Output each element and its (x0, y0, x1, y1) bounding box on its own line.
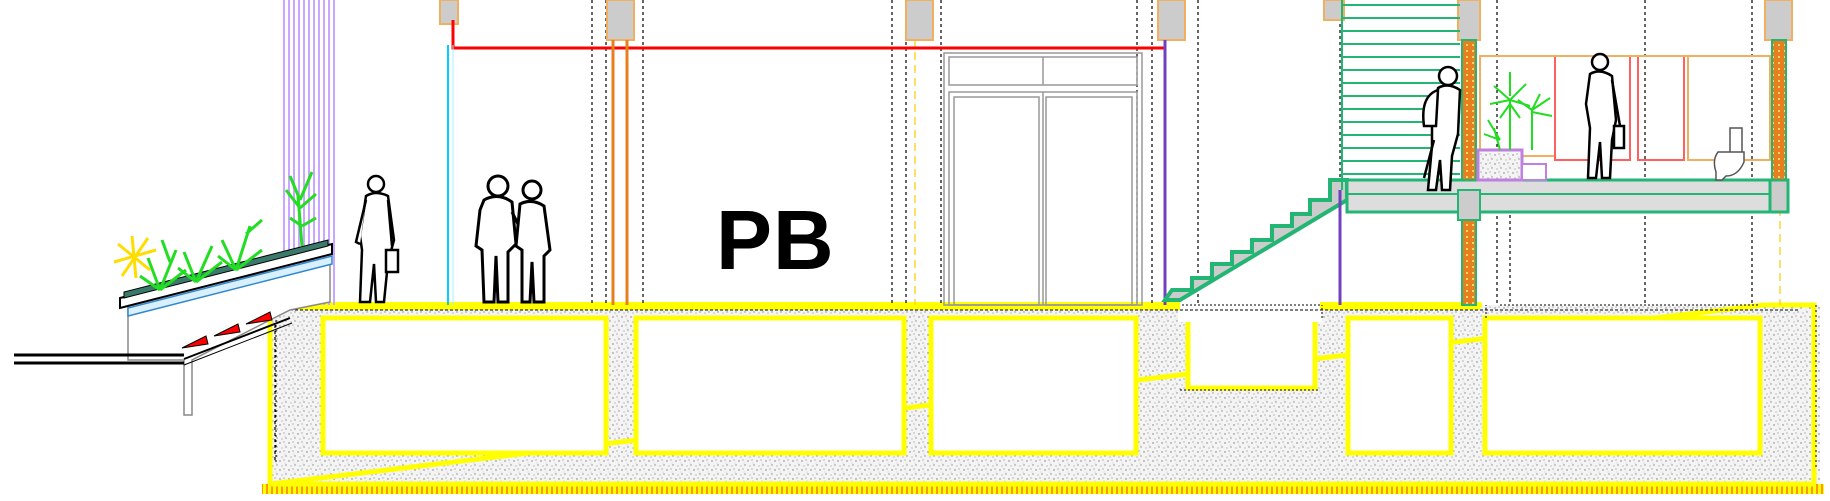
foundation-slab (262, 300, 1824, 494)
ground-floor-line (290, 302, 1800, 311)
person-backpack-icon (1422, 65, 1462, 192)
person-standing-icon (1584, 52, 1626, 180)
level-label: PB (716, 193, 835, 287)
toilet-icon (1713, 127, 1745, 181)
dotted-outlines (1180, 304, 1760, 391)
yellow-dashed-lines (914, 0, 1781, 305)
glazed-door (943, 52, 1143, 306)
people-talking-icon (474, 174, 552, 304)
palm-plant-icon-left (139, 171, 317, 292)
yellow-flower-icon (113, 235, 157, 279)
palm-plant-icon (1483, 72, 1553, 151)
column-caps (439, 0, 1793, 41)
mezzanine-slab (1345, 39, 1790, 306)
stair (1161, 0, 1460, 305)
planter-box (119, 239, 333, 317)
planter-icon (1476, 148, 1547, 182)
foundation-voids (320, 315, 1763, 456)
red-beam (451, 20, 1167, 60)
orange-column (611, 40, 629, 305)
ramp-arrows (181, 311, 273, 349)
mezzanine-partitions (1479, 55, 1771, 161)
person-with-bag-icon (354, 174, 400, 304)
